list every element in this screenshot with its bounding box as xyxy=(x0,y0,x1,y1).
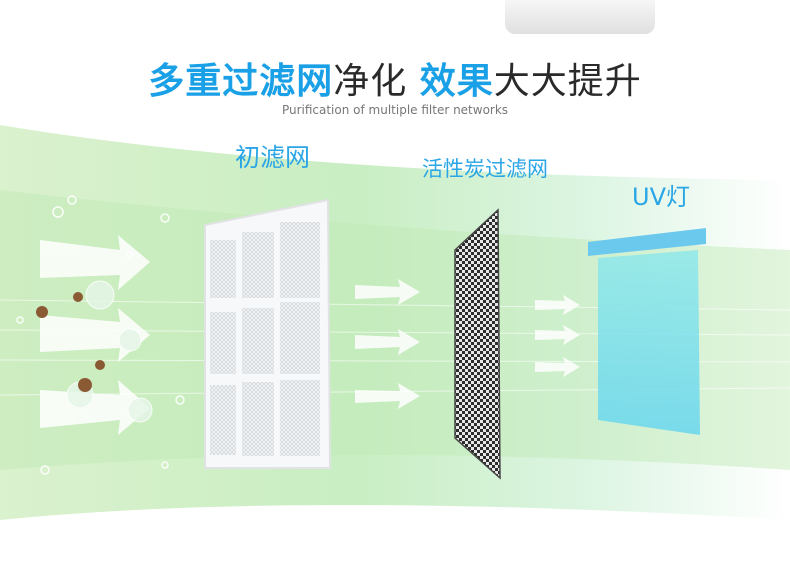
page-title: 多重过滤网净化 效果大大提升 xyxy=(0,52,790,104)
arrow-right-icon xyxy=(355,279,420,409)
page-subtitle: Purification of multiple filter networks xyxy=(281,103,509,117)
uv-lamp xyxy=(588,228,706,435)
carbon-filter xyxy=(454,208,501,480)
device-top-edge xyxy=(505,0,655,34)
title-text-1: 净化 xyxy=(333,61,420,102)
title-highlight-2: 效果 xyxy=(419,61,494,102)
primary-filter-label: 初滤网 xyxy=(235,143,311,172)
arrow-right-icon xyxy=(535,295,580,377)
uv-lamp-label: UV灯 xyxy=(632,183,690,211)
carbon-filter-label: 活性炭过滤网 xyxy=(422,157,548,181)
bacteria-icon xyxy=(66,280,153,423)
bubble-icon xyxy=(16,195,185,475)
title-text-2: 大大提升 xyxy=(493,61,642,102)
primary-filter xyxy=(204,198,332,469)
title-highlight-1: 多重过滤网 xyxy=(148,61,334,102)
